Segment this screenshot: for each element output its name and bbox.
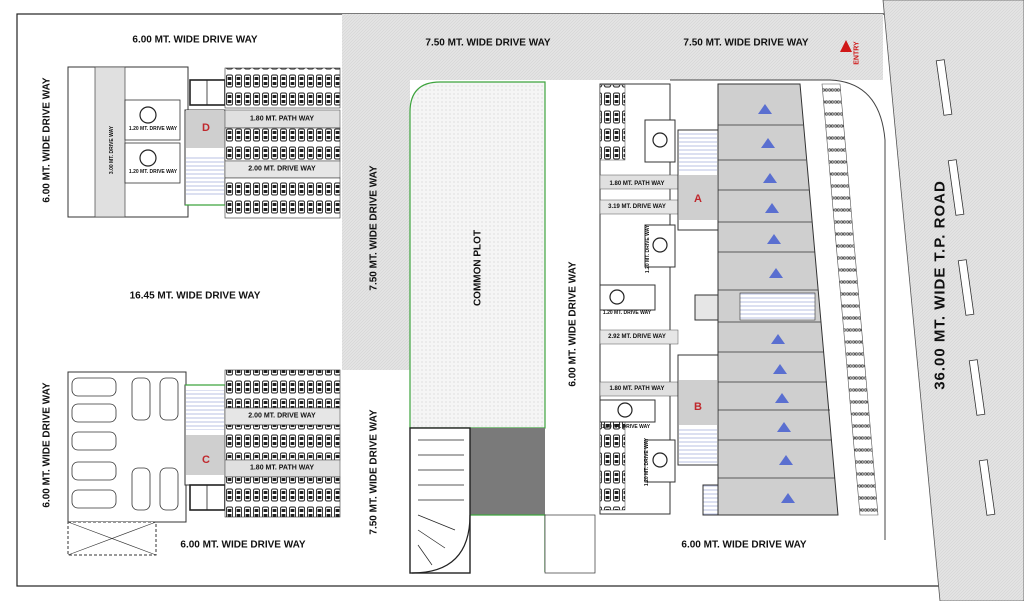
- tp-road: [882, 0, 1024, 601]
- shops: [717, 83, 879, 516]
- vertical-drive-band: [342, 80, 410, 370]
- drive-way-label-c: 2.00 MT. DRIVE WAY: [248, 412, 316, 420]
- drive-way-label-a: 3.19 MT. DRIVE WAY: [608, 204, 666, 210]
- drive-way-label-bottom-right: 6.00 MT. WIDE DRIVE WAY: [681, 539, 807, 551]
- path-way-label-c: 1.80 MT. PATH WAY: [249, 464, 315, 472]
- drive-way-label-left-lower: 6.00 MT. WIDE DRIVE WAY: [41, 382, 53, 508]
- entry-arrow-icon: [840, 40, 852, 52]
- drive-way-label-top-center: 7.50 MT. WIDE DRIVE WAY: [425, 37, 551, 49]
- block-c: [67, 369, 341, 556]
- small-drive-label-b2: 1.20 MT. DRIVE WAY: [644, 437, 650, 487]
- top-drive-band: [342, 14, 883, 80]
- drive-way-label-middle-left: 16.45 MT. WIDE DRIVE WAY: [129, 290, 261, 302]
- drive-way-label-vertical-upper: 7.50 MT. WIDE DRIVE WAY: [368, 165, 380, 291]
- drive-way-label-vertical-lower: 7.50 MT. WIDE DRIVE WAY: [368, 409, 380, 535]
- block-d: [67, 66, 341, 219]
- drive-way-label-left-upper: 6.00 MT. WIDE DRIVE WAY: [41, 77, 53, 203]
- entry-label: ENTRY: [853, 41, 861, 65]
- small-drive-label-a2: 1.20 MT. DRIVE WAY: [602, 310, 652, 316]
- block-label-c: C: [202, 454, 210, 466]
- block-label-a: A: [694, 193, 702, 205]
- small-drive-label-d1: 1.20 MT. DRIVE WAY: [128, 126, 178, 132]
- path-way-label-b: 1.80 MT. PATH WAY: [609, 386, 665, 392]
- drive-way-label-b: 2.92 MT. DRIVE WAY: [608, 334, 666, 340]
- drive-way-label-top-left: 6.00 MT. WIDE DRIVE WAY: [132, 34, 258, 46]
- path-way-label-a: 1.80 MT. PATH WAY: [609, 181, 665, 187]
- small-drive-label-a1: 1.20 MT. DRIVE WAY: [645, 224, 651, 274]
- small-drive-label-d2: 1.20 MT. DRIVE WAY: [128, 169, 178, 175]
- common-plot-label: COMMON PLOT: [472, 229, 484, 307]
- drive-way-label-d: 2.00 MT. DRIVE WAY: [248, 165, 316, 173]
- block-label-d: D: [202, 122, 210, 134]
- drive-way-label-bottom-left: 6.00 MT. WIDE DRIVE WAY: [180, 539, 306, 551]
- path-way-label-d: 1.80 MT. PATH WAY: [249, 115, 315, 123]
- small-drive-label-d3: 3.00 MT. DRIVE WAY: [109, 125, 115, 175]
- drive-way-label-vertical-right: 6.00 MT. WIDE DRIVE WAY: [567, 261, 579, 387]
- road-label: 36.00 MT. WIDE T.P. ROAD: [931, 180, 949, 390]
- block-label-b: B: [694, 401, 702, 413]
- common-plot: [409, 81, 596, 574]
- drive-way-label-top-right: 7.50 MT. WIDE DRIVE WAY: [683, 37, 809, 49]
- small-drive-label-b1: 1.20 MT. DRIVE WAY: [601, 424, 651, 430]
